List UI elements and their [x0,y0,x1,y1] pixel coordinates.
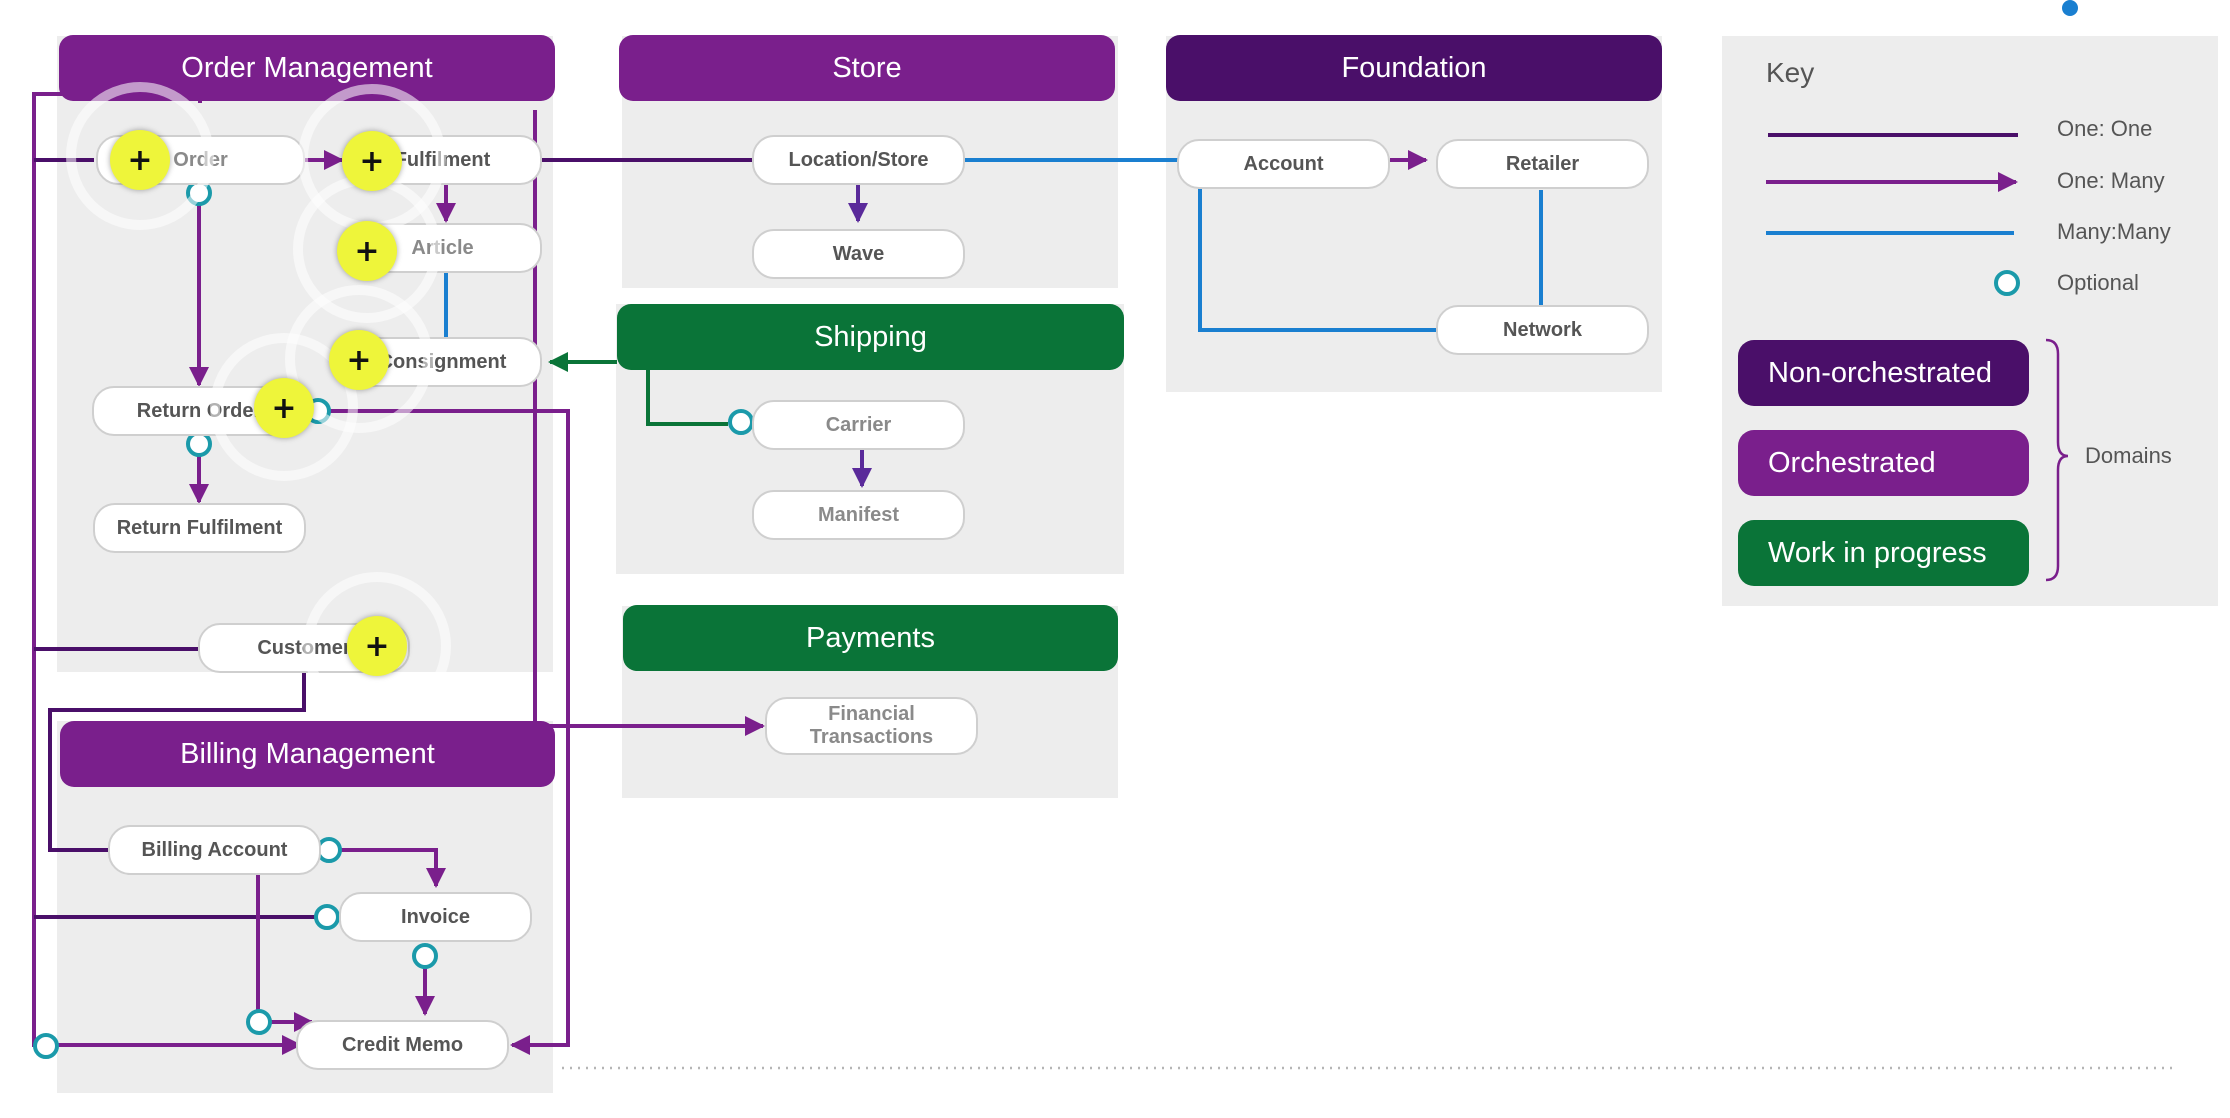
store-header[interactable]: Store [619,35,1115,101]
fulfilment-hotspot[interactable]: + [342,131,402,191]
carrier-node[interactable]: Carrier [752,400,965,450]
key-panel [1722,36,2218,606]
financial-transactions-node[interactable]: Financial Transactions [765,697,978,755]
payments-header[interactable]: Payments [623,605,1118,671]
manifest-node[interactable]: Manifest [752,490,965,540]
return-fulfilment-node[interactable]: Return Fulfilment [93,503,306,553]
key-optional-label: Optional [2057,270,2139,295]
hotspot-halo [66,82,214,230]
key-one-many-label: One: Many [2057,168,2165,193]
key-orchestrated: Orchestrated [1738,430,2029,496]
billing-account-node[interactable]: Billing Account [108,825,321,875]
network-node[interactable]: Network [1436,305,1649,355]
key-title: Key [1766,57,1815,88]
key-many-many-label: Many:Many [2057,219,2171,244]
return-order-hotspot[interactable]: + [254,378,314,438]
wave-node[interactable]: Wave [752,229,965,279]
retailer-node[interactable]: Retailer [1436,139,1649,189]
hotspot-halo [210,333,358,481]
key-non-orchestrated: Non-orchestrated [1738,340,2029,406]
customer-hotspot[interactable]: + [347,616,407,676]
article-hotspot[interactable]: + [337,221,397,281]
location-store-node[interactable]: Location/Store [752,135,965,185]
consignment-hotspot[interactable]: + [329,330,389,390]
account-node[interactable]: Account [1177,139,1390,189]
key-one-one-label: One: One [2057,116,2153,141]
order-hotspot[interactable]: + [110,130,170,190]
invoice-node[interactable]: Invoice [339,892,532,942]
hotspot-halo [303,572,451,720]
shipping-header[interactable]: Shipping [617,304,1124,370]
foundation-header[interactable]: Foundation [1166,35,1662,101]
credit-memo-node[interactable]: Credit Memo [296,1020,509,1070]
key-domains-label: Domains [2085,443,2172,468]
key-work-in-progress: Work in progress [1738,520,2029,586]
billing-management-header[interactable]: Billing Management [60,721,555,787]
